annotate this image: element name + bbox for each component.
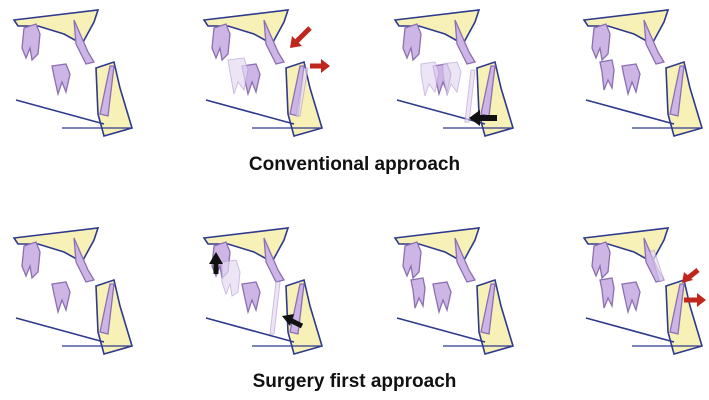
- panel-conventional-surgery: [383, 4, 523, 139]
- jaw-diagram-7: [394, 227, 514, 355]
- jaw-diagram-5: [13, 227, 133, 355]
- panel-conventional-presurgical: [2, 4, 142, 139]
- panel-surgery-first-finishing: [572, 222, 709, 357]
- arrow-down-left-icon: [290, 26, 312, 48]
- jaw-diagram-2: [203, 9, 330, 137]
- jaw-diagram-8: [583, 227, 706, 355]
- jaw-diagram-4: [583, 9, 703, 137]
- panel-surgery-first-presurgical: [2, 222, 142, 357]
- panel-conventional-decompensation: [192, 4, 332, 139]
- jaw-diagram-6: [203, 227, 323, 355]
- panel-surgery-first-surgery: [192, 222, 332, 357]
- panel-surgery-first-postsurgical: [383, 222, 523, 357]
- arrow-down-left-icon: [282, 314, 304, 329]
- arrow-up-icon: [209, 252, 223, 274]
- caption-conventional-approach: Conventional approach: [248, 154, 461, 175]
- panel-conventional-postsurgical: [572, 4, 709, 139]
- arrow-right-icon: [310, 59, 330, 73]
- jaw-diagram-1: [13, 9, 133, 137]
- arrow-down-left-icon: [682, 268, 700, 283]
- jaw-diagram-3: [394, 9, 514, 137]
- arrow-left-icon: [469, 110, 497, 126]
- arrow-right-icon: [684, 293, 706, 307]
- caption-surgery-first-approach: Surgery first approach: [252, 371, 457, 392]
